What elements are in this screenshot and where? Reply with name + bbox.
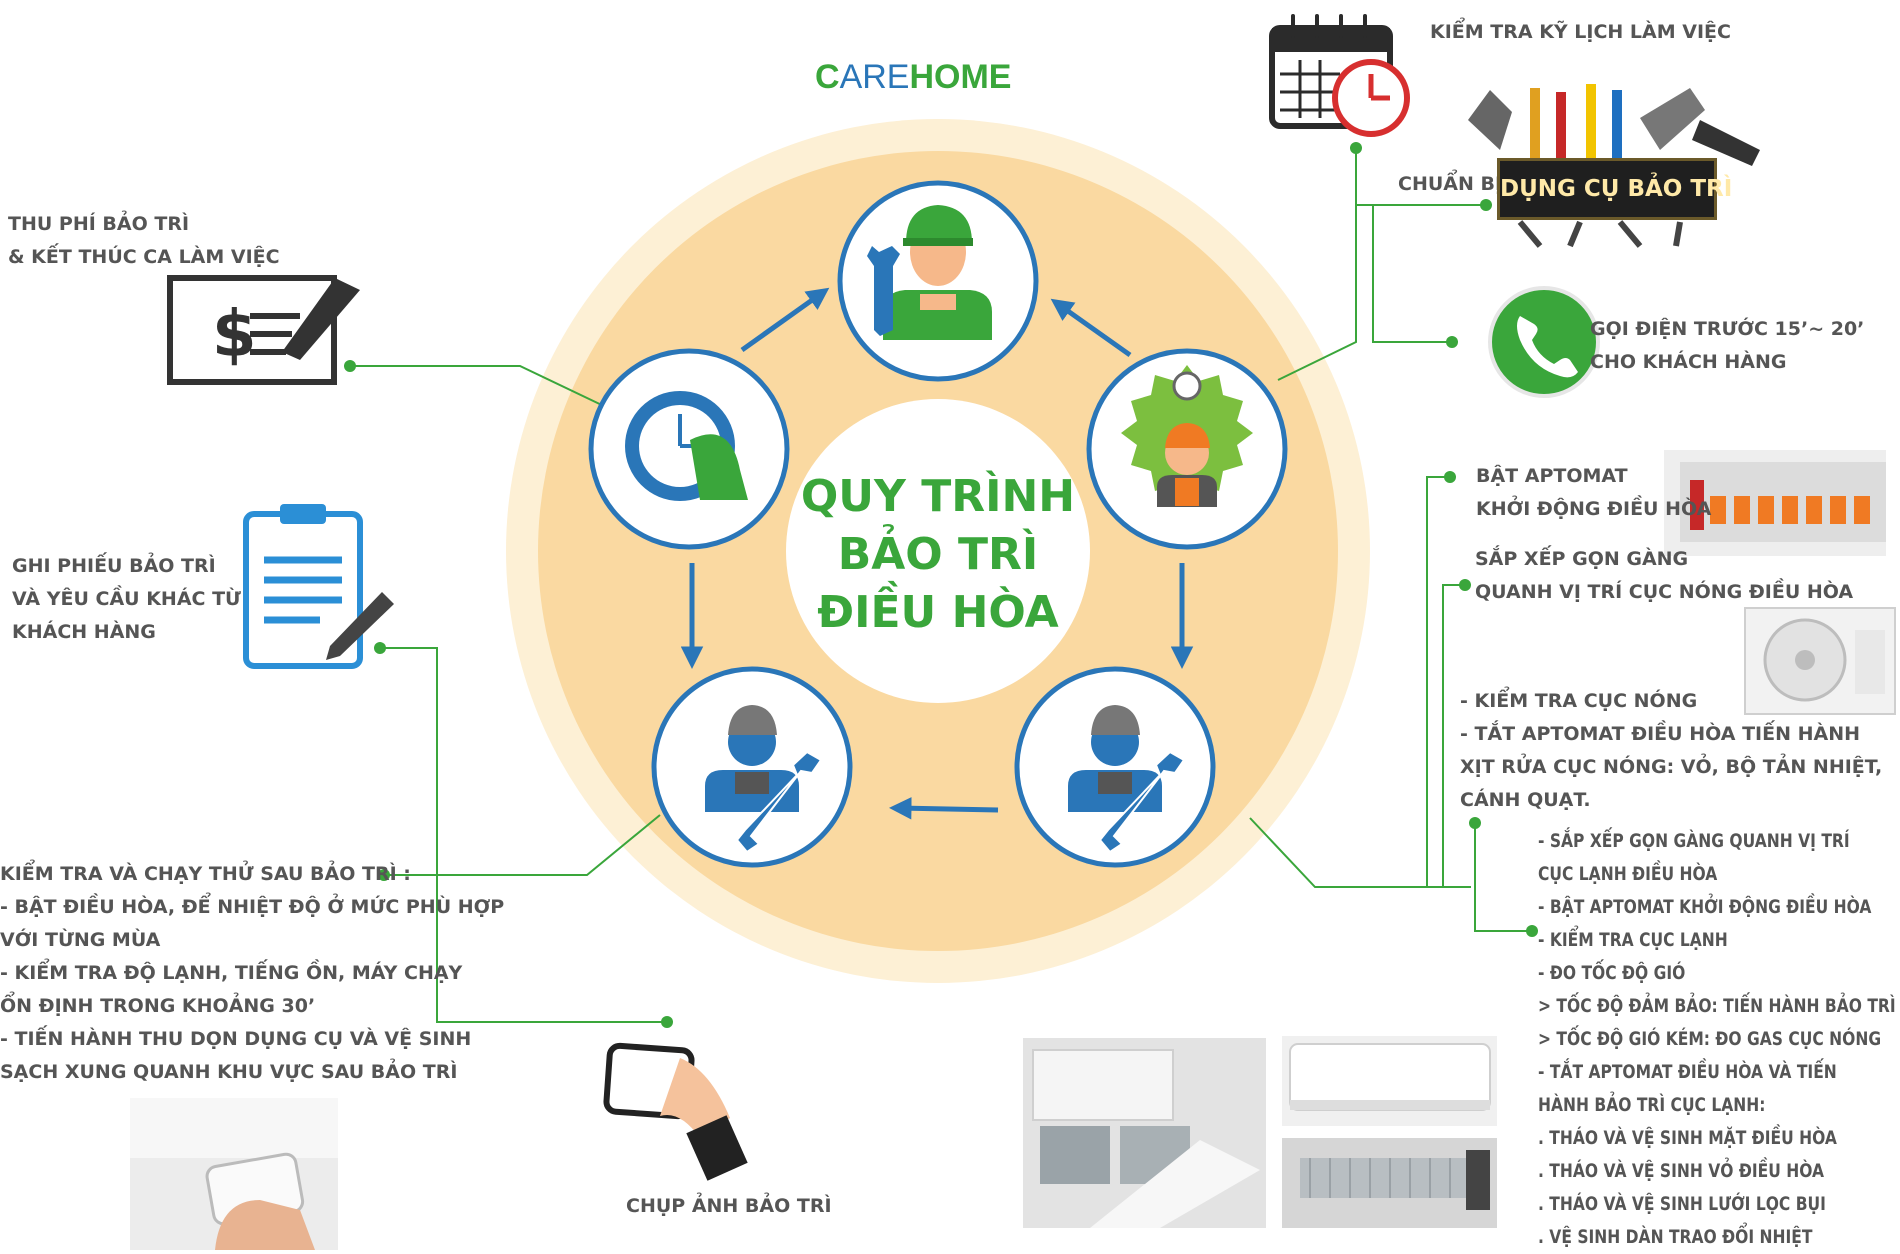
note-text: GHI PHIẾU BẢO TRÌ VÀ YÊU CẦU KHÁC TỪ KHÁ… xyxy=(12,555,241,643)
node-left xyxy=(588,348,790,550)
fee-text: THU PHÍ BẢO TRÌ & KẾT THÚC CA LÀM VIỆC xyxy=(8,213,280,268)
title-line-1: QUY TRÌNH xyxy=(800,471,1076,522)
fee-check-icon: $ xyxy=(167,275,360,385)
ac-indoor-unit-photo xyxy=(1282,1036,1497,1126)
indoor-step-line: > TỐC ĐỘ GIÓ KÉM: ĐO GAS CỤC NÓNG xyxy=(1538,1028,1882,1050)
indoor-step-line: - KIỂM TRA CỤC LẠNH xyxy=(1538,929,1728,951)
carehome-logo: CAREHOME xyxy=(815,58,1011,97)
schedule-check-text: KIỂM TRA KỸ LỊCH LÀM VIỆC xyxy=(1430,21,1731,43)
clipboard-icon xyxy=(243,504,394,669)
indoor-step-line: . THÁO VÀ VỆ SINH VỎ ĐIỀU HÒA xyxy=(1538,1160,1825,1182)
ac-disassembled-photo xyxy=(1023,1038,1266,1228)
indoor-step-line: . THÁO VÀ VỆ SINH MẶT ĐIỀU HÒA xyxy=(1538,1127,1837,1149)
worker-wrench-icon xyxy=(1068,705,1186,854)
tools-plate: DỤNG CỤ BẢO TRÌ xyxy=(1497,158,1732,220)
title-line-2: BẢO TRÌ xyxy=(837,529,1039,580)
indoor-step-line: . VỆ SINH DÀN TRAO ĐỔI NHIỆT xyxy=(1538,1226,1813,1248)
phone-icon xyxy=(1488,286,1600,398)
outdoor-step-line: CÁNH QUẠT. xyxy=(1460,789,1591,811)
worker-wrench-icon-2 xyxy=(705,705,823,854)
test-run-step-line: KIỂM TRA VÀ CHẠY THỬ SAU BẢO TRÌ : xyxy=(0,863,411,885)
indoor-step-line: HÀNH BẢO TRÌ CỤC LẠNH: xyxy=(1538,1094,1766,1116)
photo-label: CHỤP ẢNH BẢO TRÌ xyxy=(626,1195,832,1217)
node-top xyxy=(837,180,1039,382)
aptomat-text: BẬT APTOMAT KHỞI ĐỘNG ĐIỀU HÒA xyxy=(1476,465,1712,520)
logo-mid: ARE xyxy=(839,58,910,96)
svg-text:$: $ xyxy=(212,298,257,372)
indoor-step-line: - BẬT APTOMAT KHỞI ĐỘNG ĐIỀU HÒA xyxy=(1538,896,1872,918)
indoor-step-line: > TỐC ĐỘ ĐẢM BẢO: TIẾN HÀNH BẢO TRÌ xyxy=(1538,995,1896,1017)
remote-photo xyxy=(130,1098,338,1250)
indoor-unit-steps: - SẮP XẾP GỌN GÀNG QUANH VỊ TRÍ CỤC LẠNH… xyxy=(1538,825,1896,1254)
cycle-arrows xyxy=(680,287,1194,820)
test-run-step-line: - KIỂM TRA ĐỘ LẠNH, TIẾNG ỒN, MÁY CHẠY xyxy=(0,962,463,984)
connector-dots xyxy=(344,142,1538,1028)
outdoor-unit-steps: - KIỂM TRA CỤC NÓNG - TẮT APTOMAT ĐIỀU HÒ… xyxy=(1460,685,1882,817)
hand-phone-icon xyxy=(603,1042,748,1181)
test-run-step-line: SẠCH XUNG QUANH KHU VỰC SAU BẢO TRÌ xyxy=(0,1061,458,1083)
test-run-step-line: - BẬT ĐIỀU HÒA, ĐỂ NHIỆT ĐỘ Ở MỨC PHÙ HỢ… xyxy=(0,896,505,918)
breaker-photo xyxy=(1664,450,1886,556)
connector-lines xyxy=(350,148,1532,1023)
indoor-step-line: - ĐO TỐC ĐỘ GIÓ xyxy=(1538,962,1686,984)
logo-initial: C xyxy=(815,58,840,96)
center-title: QUY TRÌNH BẢO TRÌ ĐIỀU HÒA xyxy=(788,468,1088,642)
node-right xyxy=(1086,348,1288,550)
prepare-text: CHUẨN BỊ xyxy=(1398,173,1503,195)
ac-coil-photo xyxy=(1282,1138,1497,1228)
test-run-step-line: VỚI TỪNG MÙA xyxy=(0,929,161,951)
title-line-3: ĐIỀU HÒA xyxy=(817,587,1059,638)
node-bottom-left xyxy=(651,666,853,868)
indoor-step-line: . THÁO VÀ VỆ SINH LƯỚI LỌC BỤI xyxy=(1538,1193,1826,1215)
logo-last: HOME xyxy=(909,58,1012,96)
clock-cycle-icon xyxy=(625,391,748,501)
gear-worker-icon xyxy=(1121,365,1253,507)
indoor-step-line: - SẮP XẾP GỌN GÀNG QUANH VỊ TRÍ xyxy=(1538,830,1850,852)
outdoor-unit-photo xyxy=(1744,607,1896,715)
outdoor-step-line: - TẮT APTOMAT ĐIỀU HÒA TIẾN HÀNH xyxy=(1460,723,1861,745)
indoor-step-line: - TẮT APTOMAT ĐIỀU HÒA VÀ TIẾN xyxy=(1538,1061,1837,1083)
outdoor-step-line: - KIỂM TRA CỤC NÓNG xyxy=(1460,690,1698,712)
technician-wrench-icon xyxy=(867,205,992,340)
outdoor-step-line: XỊT RỬA CỤC NÓNG: VỎ, BỘ TẢN NHIỆT, xyxy=(1460,756,1883,778)
calendar-clock-icon xyxy=(1269,14,1410,137)
call-customer-text: GỌI ĐIỆN TRƯỚC 15’~ 20’ CHO KHÁCH HÀNG xyxy=(1590,318,1865,373)
center-disc xyxy=(786,399,1090,703)
arrange-outdoor-text: SẮP XẾP GỌN GÀNG QUANH VỊ TRÍ CỤC NÓNG Đ… xyxy=(1475,548,1854,603)
tools-icon xyxy=(1468,84,1760,248)
indoor-step-line: CỤC LẠNH ĐIỀU HÒA xyxy=(1538,863,1718,885)
test-run-step-line: - TIẾN HÀNH THU DỌN DỤNG CỤ VÀ VỆ SINH xyxy=(0,1028,472,1050)
test-run-steps: KIỂM TRA VÀ CHẠY THỬ SAU BẢO TRÌ : - BẬT … xyxy=(0,858,504,1089)
test-run-step-line: ỔN ĐỊNH TRONG KHOẢNG 30’ xyxy=(0,995,316,1017)
node-bottom-right xyxy=(1014,666,1216,868)
